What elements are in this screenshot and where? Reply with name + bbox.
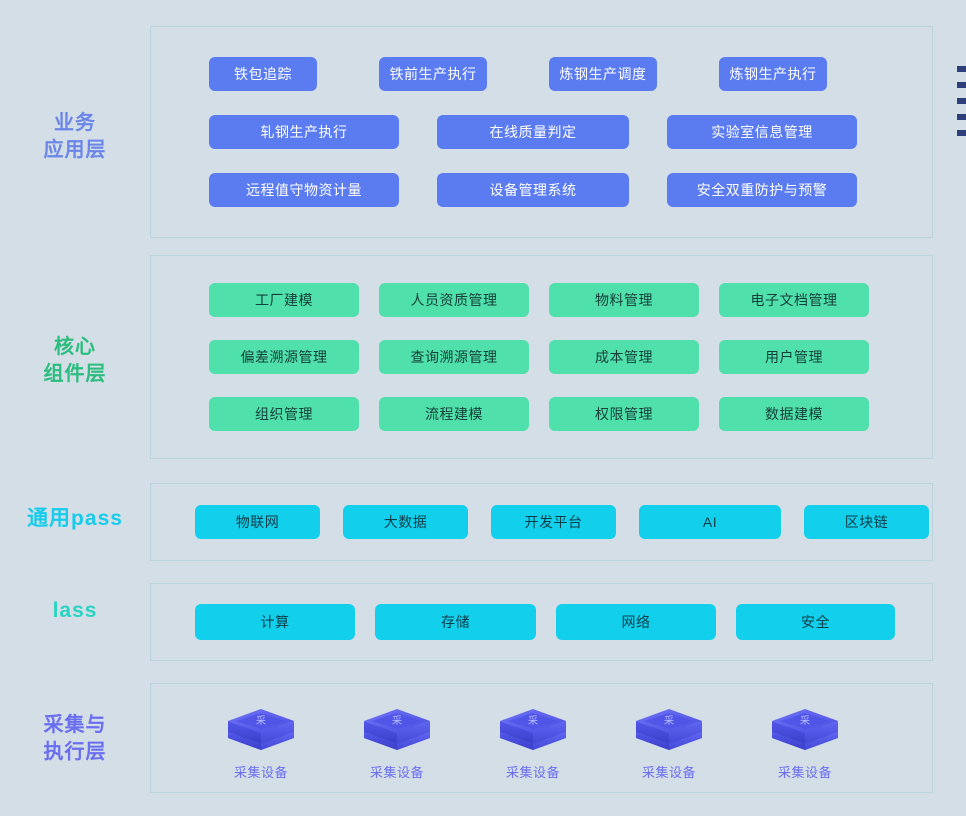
edge-bullet-mark	[957, 130, 966, 136]
device-item[interactable]: 采 采集设备	[193, 696, 329, 781]
layer-label-collect: 采集与 执行层	[43, 714, 107, 763]
business-row-2: 轧钢生产执行 在线质量判定 实验室信息管理	[151, 115, 932, 149]
layer-panel-core: 工厂建模 人员资质管理 物料管理 电子文档管理 偏差溯源管理 查询溯源管理 成本…	[150, 255, 933, 459]
device-cube-icon: 采	[630, 696, 708, 758]
node-quanxian-guanli[interactable]: 权限管理	[549, 397, 699, 431]
device-glyph: 采	[392, 715, 402, 727]
edge-bullet-mark	[957, 82, 966, 88]
device-glyph: 采	[664, 715, 674, 727]
edge-bullet-mark	[957, 114, 966, 120]
node-shuju-jianmo[interactable]: 数据建模	[719, 397, 869, 431]
node-gongchang-jianmo[interactable]: 工厂建模	[209, 283, 359, 317]
device-caption: 采集设备	[777, 764, 832, 780]
layer-panel-collect: 采 采集设备	[150, 683, 933, 793]
node-liucheng-jianmo[interactable]: 流程建模	[379, 397, 529, 431]
layer-label-paas: 通用pass	[27, 507, 123, 530]
core-row-1: 工厂建模 人员资质管理 物料管理 电子文档管理	[151, 283, 932, 317]
node-tiebao-zhuizong[interactable]: 铁包追踪	[209, 57, 317, 91]
node-anquan[interactable]: 安全	[736, 604, 895, 640]
node-liangang-shengchan-zhixing[interactable]: 炼钢生产执行	[719, 57, 827, 91]
node-kaifa-pingtai[interactable]: 开发平台	[491, 505, 616, 539]
node-zuzhi-guanli[interactable]: 组织管理	[209, 397, 359, 431]
device-caption: 采集设备	[641, 764, 696, 780]
node-dashuju[interactable]: 大数据	[343, 505, 468, 539]
layer-label-business: 业务 应用层	[43, 112, 107, 161]
device-cube-icon: 采	[766, 696, 844, 758]
layer-label-core: 核心 组件层	[43, 336, 107, 385]
layer-panel-paas: 物联网 大数据 开发平台 AI 区块链	[150, 483, 933, 561]
device-item[interactable]: 采 采集设备	[329, 696, 465, 781]
core-row-3: 组织管理 流程建模 权限管理 数据建模	[151, 397, 932, 431]
node-yuancheng-zhishou-wuzi-jiliang[interactable]: 远程值守物资计量	[209, 173, 399, 207]
node-chengben-guanli[interactable]: 成本管理	[549, 340, 699, 374]
layer-label-iaas: lass	[52, 599, 98, 622]
device-glyph: 采	[528, 715, 538, 727]
node-shebei-guanli-xitong[interactable]: 设备管理系统	[437, 173, 629, 207]
device-item[interactable]: 采 采集设备	[465, 696, 601, 781]
business-row-1: 铁包追踪 铁前生产执行 炼钢生产调度 炼钢生产执行	[151, 57, 932, 91]
node-anquan-shuangzhong-fanghu-yujing[interactable]: 安全双重防护与预警	[667, 173, 857, 207]
edge-bullet-mark	[957, 98, 966, 104]
node-tieqian-shengchan-zhixing[interactable]: 铁前生产执行	[379, 57, 487, 91]
device-caption: 采集设备	[233, 764, 288, 780]
device-caption: 采集设备	[369, 764, 424, 780]
node-zaixian-zhiliang-panding[interactable]: 在线质量判定	[437, 115, 629, 149]
device-caption: 采集设备	[505, 764, 560, 780]
device-glyph: 采	[800, 715, 810, 727]
device-cube-icon: 采	[494, 696, 572, 758]
layer-panel-iaas: 计算 存储 网络 安全	[150, 583, 933, 661]
business-row-3: 远程值守物资计量 设备管理系统 安全双重防护与预警	[151, 173, 932, 207]
device-cube-icon: 采	[222, 696, 300, 758]
node-liangang-shengchan-diaodu[interactable]: 炼钢生产调度	[549, 57, 657, 91]
node-jisuan[interactable]: 计算	[195, 604, 355, 640]
device-item[interactable]: 采 采集设备	[601, 696, 737, 781]
node-zhagang-shengchan-zhixing[interactable]: 轧钢生产执行	[209, 115, 399, 149]
edge-bullet-mark	[957, 66, 966, 72]
node-wulianwang[interactable]: 物联网	[195, 505, 320, 539]
node-wangluo[interactable]: 网络	[556, 604, 716, 640]
device-cube-icon: 采	[358, 696, 436, 758]
core-row-2: 偏差溯源管理 查询溯源管理 成本管理 用户管理	[151, 340, 932, 374]
collect-row-1: 采 采集设备	[151, 696, 932, 781]
iaas-row-1: 计算 存储 网络 安全	[151, 604, 932, 640]
node-chaxun-suyuan-guanli[interactable]: 查询溯源管理	[379, 340, 529, 374]
node-renyuan-zizhi-guanli[interactable]: 人员资质管理	[379, 283, 529, 317]
node-dianzi-wendang-guanli[interactable]: 电子文档管理	[719, 283, 869, 317]
device-glyph: 采	[256, 715, 266, 727]
paas-row-1: 物联网 大数据 开发平台 AI 区块链	[151, 505, 932, 539]
node-wuliao-guanli[interactable]: 物料管理	[549, 283, 699, 317]
layer-panel-business: 铁包追踪 铁前生产执行 炼钢生产调度 炼钢生产执行 轧钢生产执行 在线质量判定 …	[150, 26, 933, 238]
edge-bullet-marks	[957, 66, 966, 146]
node-yonghu-guanli[interactable]: 用户管理	[719, 340, 869, 374]
node-piancha-suyuan-guanli[interactable]: 偏差溯源管理	[209, 340, 359, 374]
device-item[interactable]: 采 采集设备	[737, 696, 873, 781]
node-shiyanshi-xinxi-guanli[interactable]: 实验室信息管理	[667, 115, 857, 149]
node-qukuailian[interactable]: 区块链	[804, 505, 929, 539]
node-cunchu[interactable]: 存储	[375, 604, 536, 640]
node-ai[interactable]: AI	[639, 505, 781, 539]
